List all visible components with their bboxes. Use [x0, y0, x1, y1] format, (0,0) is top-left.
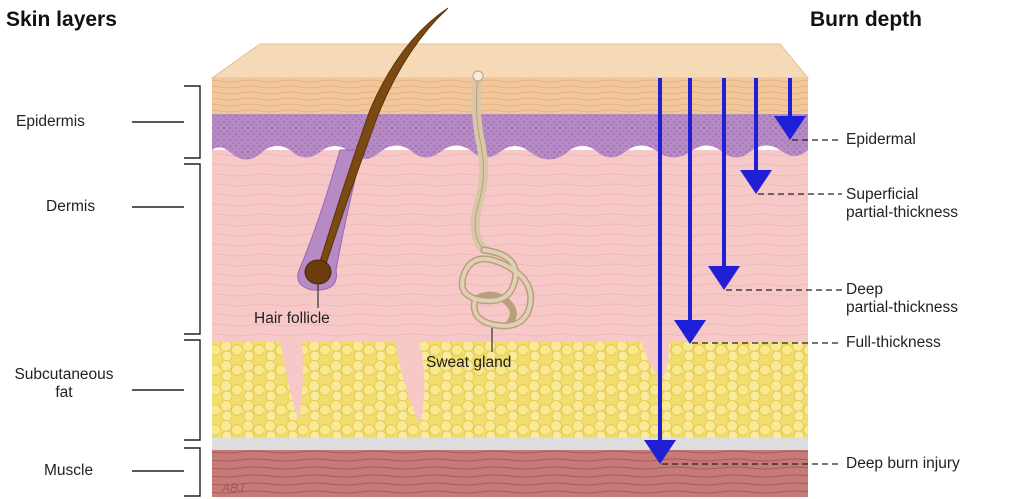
- hair-bulb: [305, 260, 331, 284]
- deep-partial-label-line2: partial-thickness: [846, 299, 958, 317]
- deep-burn-injury-label: Deep burn injury: [846, 455, 960, 473]
- muscle-label: Muscle: [44, 462, 93, 480]
- sweat-pore: [473, 71, 483, 81]
- subcutaneous-fat-label: Subcutaneous fat: [8, 366, 120, 402]
- superficial-partial-thickness-label: Superficial partial-thickness: [846, 186, 958, 222]
- muscle-bracket: [132, 448, 200, 496]
- epidermal-burn-label: Epidermal: [846, 131, 916, 149]
- burn-depth-heading: Burn depth: [810, 8, 922, 32]
- dermis-bracket: [132, 164, 200, 334]
- fat-bracket: [132, 340, 200, 440]
- subcutaneous-fat-label-line2: fat: [8, 384, 120, 402]
- epidermis-layer: [212, 78, 808, 114]
- skin-layers-heading: Skin layers: [6, 8, 117, 32]
- fascia-layer: [212, 438, 808, 450]
- superficial-label-line1: Superficial: [846, 186, 958, 204]
- epidermis-bracket: [132, 86, 200, 158]
- artist-signature: ABJ: [221, 481, 245, 495]
- hair-follicle-label: Hair follicle: [254, 310, 330, 328]
- superficial-label-line2: partial-thickness: [846, 204, 958, 222]
- skin-surface-top: [212, 44, 808, 78]
- dermis-label: Dermis: [46, 198, 95, 216]
- sweat-gland-label: Sweat gland: [426, 354, 511, 372]
- deep-partial-label-line1: Deep: [846, 281, 958, 299]
- subcutaneous-fat-label-line1: Subcutaneous: [8, 366, 120, 384]
- deep-partial-thickness-label: Deep partial-thickness: [846, 281, 958, 317]
- full-thickness-label: Full-thickness: [846, 334, 941, 352]
- muscle-layer: [212, 449, 808, 497]
- epidermis-label: Epidermis: [16, 113, 85, 131]
